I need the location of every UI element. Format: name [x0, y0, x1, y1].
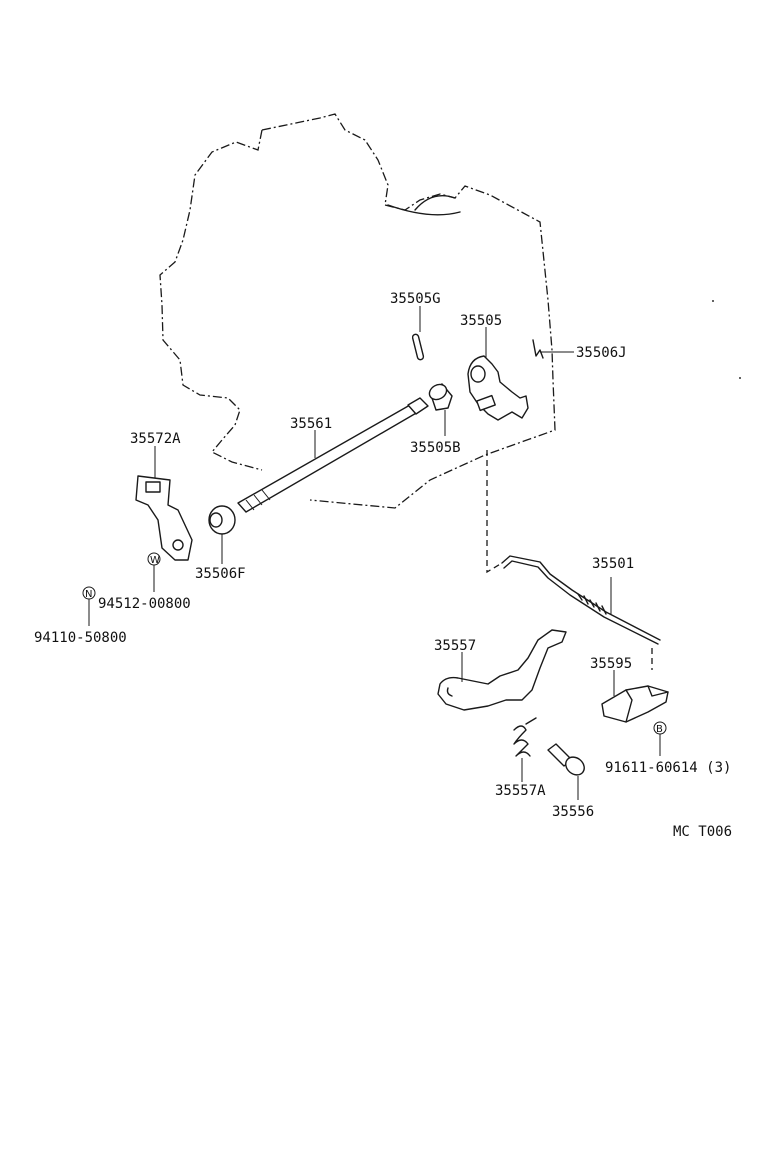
part-label-91611-60614: 91611-60614 (3): [605, 760, 731, 776]
part-label-94512-00800: 94512-00800: [98, 596, 191, 612]
cable-35501: [501, 555, 661, 670]
speck-dot: [739, 377, 741, 379]
part-label-35505G: 35505G: [390, 291, 441, 307]
part-label-35557: 35557: [434, 638, 476, 654]
pin-35505G: [411, 306, 425, 361]
speck-dot: [712, 300, 714, 302]
marker-w-label: W: [150, 555, 160, 566]
washer-marker-w: W: [147, 552, 161, 592]
marker-n-label: N: [85, 589, 92, 600]
part-label-35572A: 35572A: [130, 431, 181, 447]
bracket-35595: [601, 670, 669, 723]
marker-b-label: B: [656, 724, 663, 735]
oil-seal-35506F: [208, 505, 236, 564]
part-label-35561: 35561: [290, 416, 332, 432]
part-label-35557A: 35557A: [495, 783, 546, 799]
clip-35506J: [532, 339, 574, 359]
part-label-94110-50800: 94110-50800: [34, 630, 127, 646]
bolt-marker-b: B: [653, 721, 667, 756]
diagram-code: MC T006: [673, 824, 732, 840]
lever-35557: [437, 629, 567, 711]
selector-lever-35505: [467, 327, 529, 421]
part-label-35595: 35595: [590, 656, 632, 672]
part-label-35506F: 35506F: [195, 566, 246, 582]
nut-marker-n: N: [82, 586, 96, 626]
transmission-housing-outline: [159, 113, 556, 509]
part-label-35556: 35556: [552, 804, 594, 820]
lever-35572A: [135, 446, 193, 561]
part-label-35506J: 35506J: [576, 345, 627, 361]
cable-link-dashed: [486, 450, 503, 574]
part-label-35505: 35505: [460, 313, 502, 329]
part-label-35501: 35501: [592, 556, 634, 572]
shaft-35561: [237, 397, 429, 513]
bushing-35505B: [428, 383, 453, 436]
part-label-35505B: 35505B: [410, 440, 461, 456]
spring-35557A: [513, 717, 537, 782]
pin-35556: [547, 743, 585, 800]
